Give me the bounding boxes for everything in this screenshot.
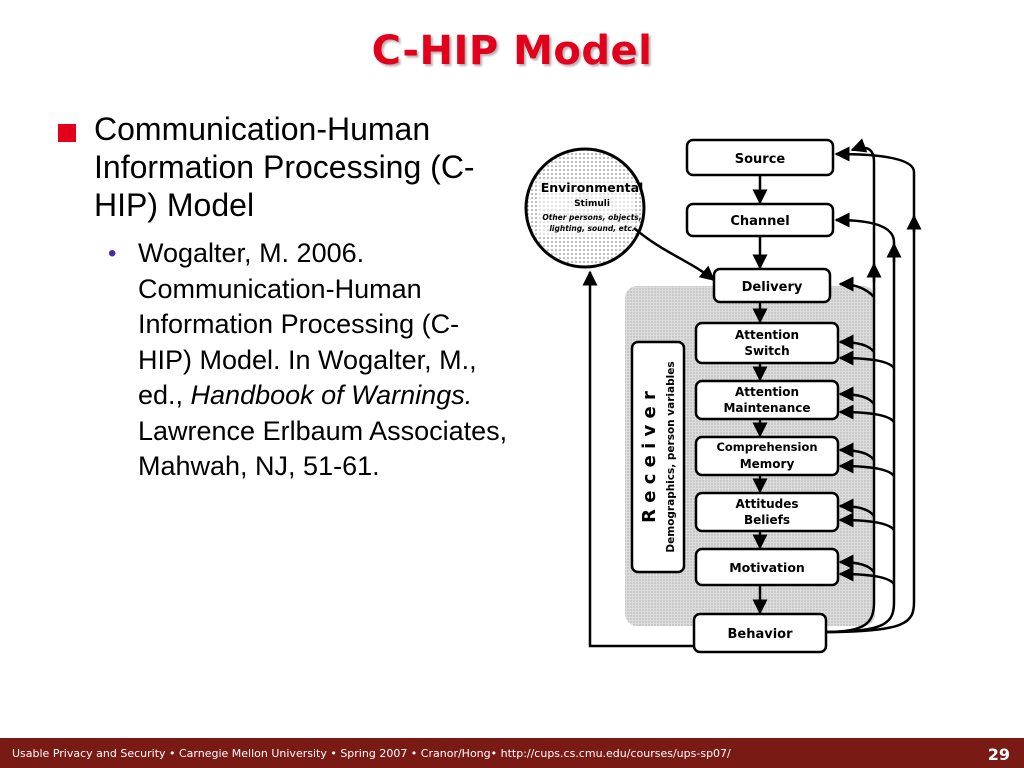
feedback-loops <box>825 138 922 634</box>
citation-publisher: Lawrence Erlbaum Associates, Mahwah, NJ,… <box>138 415 508 482</box>
bullet-text: Communication-Human Information Processi… <box>94 111 475 223</box>
receiver-title: R e c e i v e r <box>639 391 660 523</box>
stage-attention-maintenance: Attention Maintenance <box>694 379 840 421</box>
slide-title: C-HIP Model <box>371 28 653 74</box>
stage-channel: Channel <box>685 202 835 238</box>
comprehension-memory-line2: Memory <box>740 457 795 471</box>
bullet-list: Communication-Human Information Processi… <box>58 110 508 485</box>
stage-delivery: Delivery <box>712 267 832 304</box>
source-label: Source <box>735 152 786 167</box>
slide-footer: Usable Privacy and Security • Carnegie M… <box>0 738 1024 768</box>
delivery-label: Delivery <box>742 280 803 295</box>
footer-text: Usable Privacy and Security • Carnegie M… <box>12 747 731 760</box>
stage-comprehension-memory: Comprehension Memory <box>694 435 840 477</box>
bullet-item: Communication-Human Information Processi… <box>58 110 508 224</box>
citation-text: Wogalter, M. 2006. Communication-Human I… <box>138 238 477 410</box>
stage-source: Source <box>685 138 835 177</box>
behavior-label: Behavior <box>727 627 793 642</box>
dot-bullet-icon: • <box>108 240 117 267</box>
attitudes-beliefs-line2: Beliefs <box>744 513 790 527</box>
environment-detail-1: Other persons, objects, <box>542 213 641 222</box>
attention-switch-line2: Switch <box>744 344 789 358</box>
stage-attitudes-beliefs: Attitudes Beliefs <box>694 491 840 533</box>
citation-book-title: Handbook of Warnings. <box>190 380 473 410</box>
channel-label: Channel <box>730 214 789 229</box>
chip-model-diagram: Environmental Stimuli Other persons, obj… <box>524 138 922 654</box>
attention-maintenance-line1: Attention <box>735 385 799 399</box>
stage-motivation: Motivation <box>694 547 840 587</box>
attention-switch-line1: Attention <box>735 328 799 342</box>
stage-behavior: Behavior <box>692 612 828 654</box>
comprehension-memory-line1: Comprehension <box>716 440 817 454</box>
attention-maintenance-line2: Maintenance <box>723 401 810 415</box>
environment-subtitle: Stimuli <box>574 199 610 209</box>
environment-title: Environmental <box>541 180 644 195</box>
receiver-label-box: R e c e i v e r Demographics, person var… <box>630 340 686 574</box>
stage-attention-switch: Attention Switch <box>694 321 840 365</box>
page-number: 29 <box>987 745 1010 764</box>
sub-bullet-item: • Wogalter, M. 2006. Communication-Human… <box>104 236 508 485</box>
square-bullet-icon <box>58 124 76 142</box>
attitudes-beliefs-line1: Attitudes <box>735 497 798 511</box>
flow-arrows <box>582 175 768 648</box>
environment-detail-2: lighting, sound, etc. <box>549 224 634 233</box>
receiver-subtitle: Demographics, person variables <box>665 361 677 552</box>
motivation-label: Motivation <box>729 560 805 575</box>
environmental-stimuli-node: Environmental Stimuli Other persons, obj… <box>524 147 646 269</box>
